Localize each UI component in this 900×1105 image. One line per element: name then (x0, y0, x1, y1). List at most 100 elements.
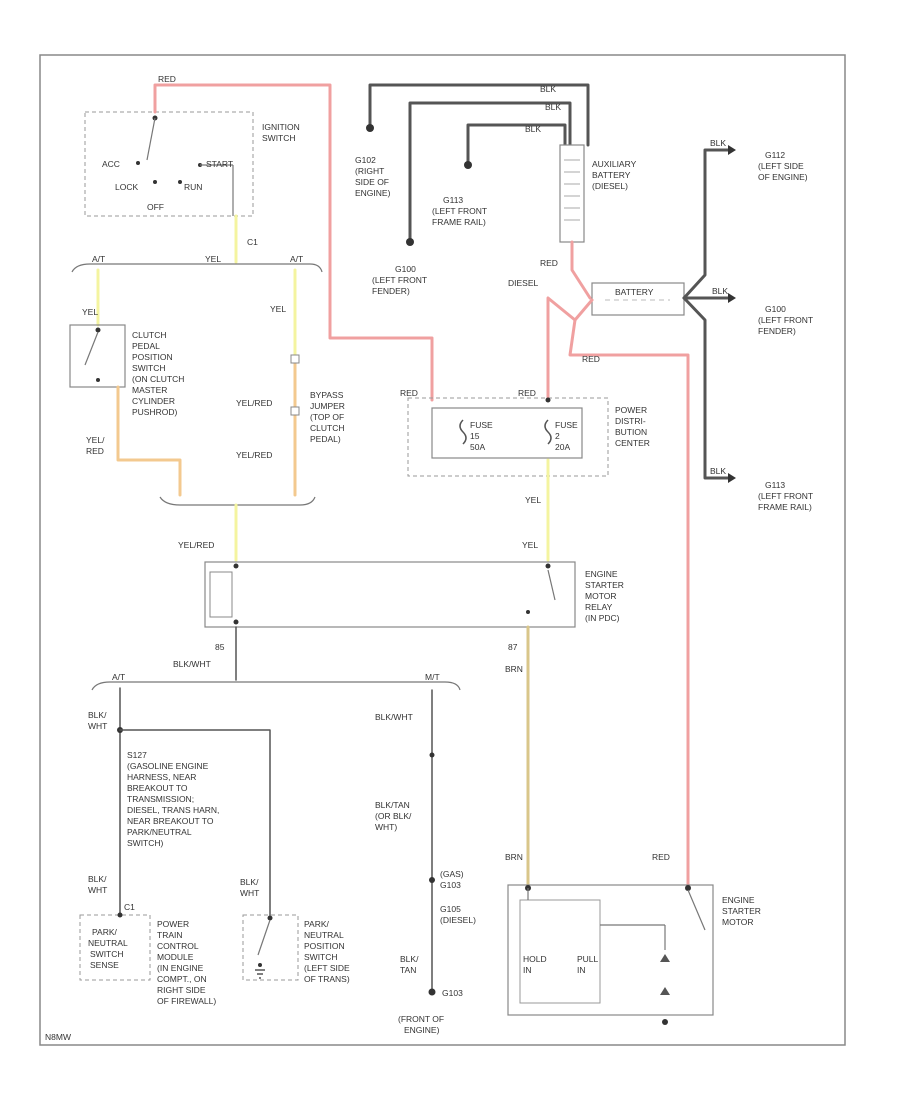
yel-bus-center-label: YEL (205, 254, 221, 264)
pcm-box-2: SWITCH (90, 949, 124, 959)
aux-wire-blk-2: BLK (525, 124, 541, 134)
pn-label-5: OF TRANS) (304, 974, 350, 984)
clutch-label-3: SWITCH (132, 363, 166, 373)
s127-label-7: PARK/NEUTRAL (127, 827, 192, 837)
starter-relay: YEL/RED YEL ENGINE STARTER MOTOR RELAY (… (173, 540, 624, 887)
mt-ground-a-0: (GAS) (440, 869, 464, 879)
aux-diesel-label: DIESEL (508, 278, 539, 288)
bypass-jumper: YEL YEL/RED YEL/RED BYPASS JUMPER (TOP O… (236, 268, 345, 497)
ign-connector-label: C1 (247, 237, 258, 247)
mt-branch: BLK/WHT BLK/TAN (OR BLK/ WHT) (GAS) G103… (375, 689, 476, 1035)
clutch-pedal-switch: YEL CLUTCH PEDAL POSITION SWITCH (ON CLU… (69, 268, 184, 497)
mt-wire2-1: (OR BLK/ (375, 811, 412, 821)
at-wire-1: WHT (88, 721, 107, 731)
ign-pos-run: RUN (184, 182, 202, 192)
yel-bus: A/T YEL A/T (71, 254, 323, 273)
ign-title-2: SWITCH (262, 133, 296, 143)
ign-pos-off: OFF (147, 202, 164, 212)
pcm-label-2: CONTROL (157, 941, 199, 951)
relay-wire-left-label: YEL/RED (178, 540, 214, 550)
pcm-pin-c1: C1 (124, 902, 135, 912)
fuse2-label-0: FUSE (555, 420, 578, 430)
s127-label-3: BREAKOUT TO (127, 783, 188, 793)
battery-symbol (591, 282, 685, 316)
g113-ground-icon (464, 161, 472, 169)
g102-label-1: (RIGHT (355, 166, 384, 176)
pcm-box-3: SENSE (90, 960, 119, 970)
battery-wire-red-label: RED (582, 354, 600, 364)
aux-wire-blk-0: BLK (540, 84, 556, 94)
blkwht-bus: A/T M/T (91, 672, 461, 691)
wire-label-red: RED (158, 74, 176, 84)
g113a-label-2: FRAME RAIL) (432, 217, 486, 227)
ign-title-1: IGNITION (262, 122, 300, 132)
battery-label: BATTERY (615, 287, 654, 297)
at-wire2-1: WHT (88, 885, 107, 895)
bypass-wire-mid-label: YEL/RED (236, 398, 272, 408)
g100b-label-1: (LEFT FRONT (758, 315, 813, 325)
power-distribution-center: RED RED FUSE 15 50A FUSE 2 20A POWER DIS… (400, 388, 650, 562)
bypass-label-0: BYPASS (310, 390, 344, 400)
ign-pos-acc: ACC (102, 159, 120, 169)
pcm-box-1: NEUTRAL (88, 938, 128, 948)
mt-ground-b-1: (DIESEL) (440, 915, 476, 925)
g100-label-0: G100 (395, 264, 416, 274)
pcm-label-4: (IN ENGINE (157, 963, 204, 973)
clutch-label-0: CLUTCH (132, 330, 166, 340)
ignition-switch: RED ACC LOCK OFF START RUN IGNITION SWIT… (84, 74, 434, 402)
g103-ground-icon (428, 988, 436, 996)
relay-pin-87: 87 (508, 642, 518, 652)
clutch-label-4: (ON CLUTCH (132, 374, 184, 384)
bypass-label-2: (TOP OF (310, 412, 344, 422)
clutch-label-1: PEDAL (132, 341, 160, 351)
pdc-label-1: DISTRI- (615, 416, 646, 426)
g100-ground-icon (406, 238, 414, 246)
relay-label-2: MOTOR (585, 591, 616, 601)
starter-motor: BRN RED ENGINE STARTER MOTOR HOLD IN PUL… (505, 852, 761, 1025)
aux-battery-area: BLK BLK BLK G102 (RIGHT SIDE OF ENGINE) … (355, 83, 637, 300)
mt-wire2-2: WHT) (375, 822, 397, 832)
g113a-label-1: (LEFT FRONT (432, 206, 487, 216)
relay-label-0: ENGINE (585, 569, 618, 579)
yel-bus-left-label: A/T (92, 254, 105, 264)
starter-contact-icon (660, 954, 670, 962)
s127-label-4: TRANSMISSION; (127, 794, 194, 804)
g112-label-1: (LEFT SIDE (758, 161, 804, 171)
at-wire-0: BLK/ (88, 710, 107, 720)
aux-battery-label-0: AUXILIARY (592, 159, 637, 169)
yelred-merge-bracket (159, 496, 316, 506)
g102-label-0: G102 (355, 155, 376, 165)
relay-label-1: STARTER (585, 580, 624, 590)
bypass-wire-top-label: YEL (270, 304, 286, 314)
s127-label-1: (GASOLINE ENGINE (127, 761, 209, 771)
g103-label: G103 (442, 988, 463, 998)
clutch-wire-top-label: YEL (82, 307, 98, 317)
aux-battery-label-2: (DIESEL) (592, 181, 628, 191)
pcm-label-0: POWER (157, 919, 189, 929)
diagram-frame (39, 54, 846, 1046)
starter-label-2: MOTOR (722, 917, 753, 927)
starter-label-1: STARTER (722, 906, 761, 916)
starter-wire-red-label: RED (652, 852, 670, 862)
clutch-label-7: PUSHROD) (132, 407, 178, 417)
mt-ground-b-0: G105 (440, 904, 461, 914)
clutch-label-2: POSITION (132, 352, 173, 362)
hold-in-0: HOLD (523, 954, 547, 964)
clutch-wire-bot-0: YEL/ (86, 435, 105, 445)
pn-label-2: POSITION (304, 941, 345, 951)
g113b-label-0: G113 (765, 480, 785, 490)
pdc-label-2: BUTION (615, 427, 647, 437)
bypass-label-4: PEDAL) (310, 434, 341, 444)
pcm-label-6: RIGHT SIDE (157, 985, 206, 995)
fuse2-label-2: 20A (555, 442, 570, 452)
pdc-wire-right-label: RED (518, 388, 536, 398)
pn-label-3: SWITCH (304, 952, 338, 962)
fuse-2-icon (544, 419, 552, 445)
yel-bus-right-label: A/T (290, 254, 303, 264)
aux-battery-symbol (559, 144, 585, 243)
g100b-label-2: FENDER) (758, 326, 796, 336)
pn-label-4: (LEFT SIDE (304, 963, 350, 973)
g102-label-3: ENGINE) (355, 188, 391, 198)
bat-ground-blk-2: BLK (710, 466, 726, 476)
